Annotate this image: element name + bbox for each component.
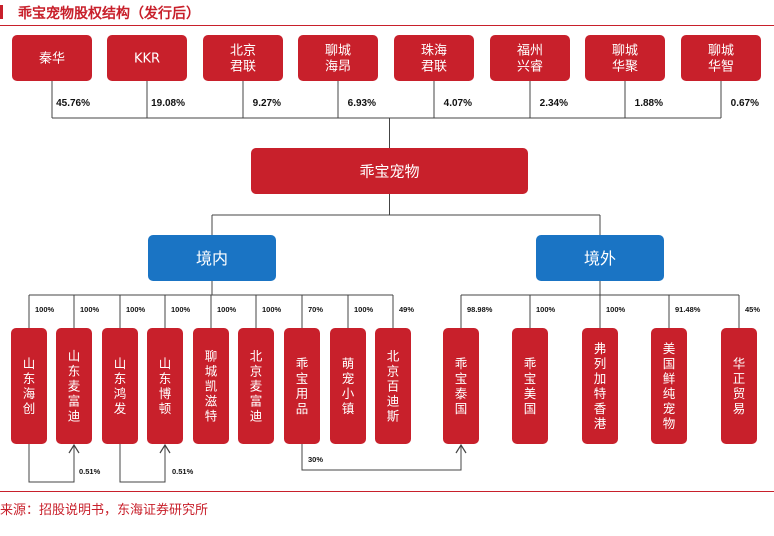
overseas-subsidiary-box — [443, 328, 479, 444]
overseas-subsidiary-box — [651, 328, 687, 444]
shareholder-box — [490, 35, 570, 81]
footer-rule — [0, 491, 774, 492]
shareholder-label: 秦华 — [39, 52, 65, 67]
domestic-subsidiary-pct: 100% — [35, 305, 55, 314]
domestic-subsidiary-label: 萌宠小镇 — [342, 356, 355, 416]
domestic-subsidiary-pct: 100% — [217, 305, 237, 314]
domestic-subsidiary-label: 山东鸿发 — [114, 356, 127, 416]
shareholder-pct: 19.08% — [151, 98, 185, 109]
domestic-subsidiary-pct: 100% — [80, 305, 100, 314]
domestic-subsidiary-pct: 100% — [262, 305, 282, 314]
shareholder-pct: 1.88% — [635, 98, 663, 109]
shareholder-label: KKR — [134, 52, 160, 67]
cross-holding-arrow — [68, 443, 80, 454]
domestic-subsidiary-box — [375, 328, 411, 444]
cross-holding-pct: 30% — [308, 455, 323, 464]
overseas-subsidiary-label: 美国鲜纯宠物 — [663, 341, 676, 431]
domestic-subsidiary-box — [56, 328, 92, 444]
domestic-subsidiary-label: 乖宝用品 — [296, 356, 309, 416]
shareholder-pct: 2.34% — [540, 98, 568, 109]
cross-holding-pct: 0.51% — [79, 467, 101, 476]
shareholder-label: 聊城华智 — [708, 44, 734, 75]
overseas-subsidiary-label: 乖宝泰国 — [455, 356, 468, 416]
domestic-group-label: 境内 — [196, 249, 228, 268]
overseas-subsidiary-pct: 100% — [536, 305, 556, 314]
overseas-group-label: 境外 — [584, 249, 616, 268]
domestic-subsidiary-label: 山东海创 — [23, 356, 36, 416]
shareholder-pct: 9.27% — [253, 98, 281, 109]
domestic-subsidiary-box — [330, 328, 366, 444]
cross-holding-line — [119, 444, 166, 483]
source-note: 来源：招股说明书，东海证券研究所 — [0, 503, 209, 518]
domestic-subsidiary-pct: 100% — [171, 305, 191, 314]
shareholder-box — [107, 35, 187, 81]
domestic-subsidiary-label: 山东麦富迪 — [68, 349, 81, 424]
ownership-diagram: 秦华 45.76% KKR 19.08% 北京君联 9.27% 聊城海昂 6.93% 珠海君联 4… — [11, 35, 761, 483]
domestic-subsidiary-box — [102, 328, 138, 444]
shareholder-box — [298, 35, 378, 81]
domestic-subsidiary-box — [193, 328, 229, 444]
cross-holding-line — [28, 444, 75, 483]
shareholder-box — [12, 35, 92, 81]
shareholder-pct: 4.07% — [444, 98, 472, 109]
domestic-subsidiary-label: 聊城凯滋特 — [205, 349, 218, 424]
domestic-subsidiary-label: 山东博顿 — [159, 356, 172, 416]
shareholder-label: 福州兴睿 — [517, 44, 543, 75]
company-label: 乖宝宠物 — [359, 162, 419, 180]
domestic-subsidiary-pct: 70% — [308, 305, 323, 314]
shareholder-box — [394, 35, 474, 81]
shareholder-label: 北京君联 — [230, 44, 256, 75]
shareholder-box — [585, 35, 665, 81]
overseas-subsidiary-pct: 98.98% — [467, 305, 493, 314]
title-accent-mark — [0, 5, 3, 19]
chart-title: 乖宝宠物股权结构（发行后） — [18, 6, 200, 22]
shareholder-label: 聊城海昂 — [325, 44, 351, 75]
domestic-subsidiary-pct: 49% — [399, 305, 414, 314]
shareholder-box — [681, 35, 761, 81]
domestic-subsidiary-label: 北京麦富迪 — [250, 349, 263, 424]
overseas-subsidiary-box — [512, 328, 548, 444]
shareholder-pct: 6.93% — [348, 98, 376, 109]
overseas-subsidiary-label: 弗列加特香港 — [594, 341, 607, 431]
shareholder-box — [203, 35, 283, 81]
company-box — [251, 148, 528, 194]
domestic-subsidiary-box — [147, 328, 183, 444]
shareholder-label: 珠海君联 — [421, 44, 447, 75]
cross-holding-line — [301, 444, 462, 471]
domestic-subsidiary-label: 北京百迪斯 — [387, 349, 400, 424]
overseas-group-box — [536, 235, 664, 281]
cross-holding-pct: 0.51% — [172, 467, 194, 476]
domestic-subsidiary-box — [284, 328, 320, 444]
overseas-subsidiary-pct: 91.48% — [675, 305, 701, 314]
domestic-group-box — [148, 235, 276, 281]
overseas-subsidiary-label: 乖宝美国 — [524, 356, 537, 416]
shareholder-pct: 0.67% — [731, 98, 759, 109]
overseas-subsidiary-box — [721, 328, 757, 444]
overseas-subsidiary-box — [582, 328, 618, 444]
shareholder-pct: 45.76% — [56, 98, 90, 109]
domestic-subsidiary-pct: 100% — [126, 305, 146, 314]
domestic-subsidiary-pct: 100% — [354, 305, 374, 314]
cross-holding-arrow — [159, 443, 171, 454]
overseas-subsidiary-pct: 45% — [745, 305, 760, 314]
domestic-subsidiary-box — [238, 328, 274, 444]
shareholder-label: 聊城华聚 — [612, 44, 638, 75]
title-bar: 乖宝宠物股权结构（发行后） — [0, 0, 774, 26]
overseas-subsidiary-pct: 100% — [606, 305, 626, 314]
overseas-subsidiary-label: 华正贸易 — [733, 356, 746, 416]
domestic-subsidiary-box — [11, 328, 47, 444]
title-underline — [0, 25, 774, 26]
cross-holding-arrow — [455, 443, 467, 454]
